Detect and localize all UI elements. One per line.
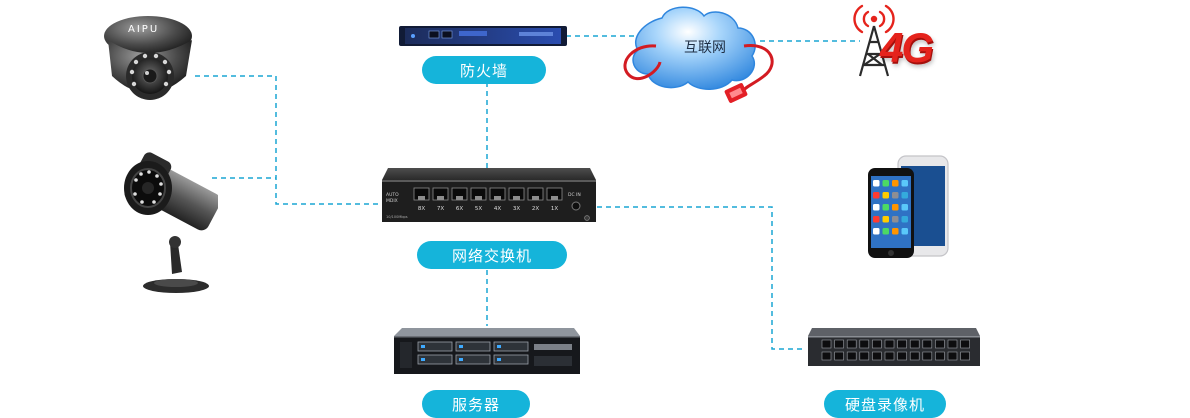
recorder-port [935,351,945,361]
switch-port-label: 3X [513,206,520,212]
app-icon [873,204,880,211]
bullet-camera-icon [124,152,218,293]
switch-port: 4X [489,187,506,212]
recorder-port [884,339,895,349]
recorder-port [884,351,895,361]
dome-camera-icon: AIPU [104,16,192,100]
cellular-4g-label: 4G [880,24,934,71]
rack-server-icon [394,328,580,374]
recorder-port-group [821,339,970,361]
app-icon [873,228,880,235]
recorder-port [947,351,958,361]
recorder-port [834,351,844,361]
switch-auto-text: AUTO [386,192,399,198]
app-icon-grid [873,180,908,235]
app-icon [892,228,899,235]
switch-port-label: 7X [437,206,444,212]
cell-tower-icon [853,4,895,77]
switch-port-label: 4X [494,206,501,212]
app-icon [873,192,880,199]
switch-port-label: 6X [456,206,463,212]
internet-label: 互联网 [684,40,726,56]
switch-port: 5X [470,187,487,212]
recorder-port [859,339,870,349]
app-icon [882,216,889,223]
app-icon [892,192,899,199]
app-icon [901,228,908,235]
recorder-port [897,351,907,361]
switch-mdix-text: MDIX [386,198,398,204]
hard-disk-recorder-icon [808,328,980,366]
app-icon [882,228,889,235]
server-label: 服务器 [422,390,530,418]
recorder-port [960,351,970,361]
recorder-port [834,339,844,349]
app-icon [892,204,899,211]
switch-spec-text: 10/100Mbps [386,215,408,219]
switch-port-label: 5X [475,206,482,212]
link-dome-camera [195,75,383,205]
recorder-port [922,351,933,361]
app-icon [901,192,908,199]
recorder-port [947,339,958,349]
camera-brand-text: AIPU [128,24,159,35]
switch-port-label: 2X [532,206,539,212]
app-icon [901,216,908,223]
recorder-port [960,339,970,349]
recorder-port [846,351,857,361]
switch-port-label: 1X [551,206,558,212]
app-icon [882,192,889,199]
recorder-port [935,339,945,349]
switch-port: 7X [432,187,449,212]
internet-cloud-icon [623,6,774,103]
switch-label: 网络交换机 [417,241,567,269]
recorder-port [909,339,920,349]
app-icon [873,216,880,223]
switch-port-group: 8X 7X 6X 5X 4X 3X 2X 1X [413,187,563,212]
app-icon [892,180,899,187]
switch-port: 1X [546,187,563,212]
switch-port: 2X [527,187,544,212]
recorder-port [872,351,882,361]
recorder-port [909,351,920,361]
phone-front [868,168,914,258]
recorder-port [859,351,870,361]
recorder-port [897,339,907,349]
app-icon [901,204,908,211]
app-icon [873,180,880,187]
switch-port: 8X [413,187,430,212]
recorder-port [821,339,832,349]
app-icon [882,180,889,187]
recorder-label: 硬盘录像机 [824,390,946,418]
switch-port: 6X [451,187,468,212]
switch-port: 3X [508,187,525,212]
network-switch-icon: AUTO MDIX 10/100Mbps DC IN 8X 7X 6X 5X 4X 3X 2… [382,168,596,222]
app-icon [892,216,899,223]
recorder-port [846,339,857,349]
recorder-port [872,339,882,349]
app-icon [882,204,889,211]
switch-power-text: DC IN [568,192,581,198]
firewall-icon [399,26,567,46]
recorder-port [821,351,832,361]
link-switch-nvr [597,206,806,350]
smartphones-icon [868,155,949,258]
recorder-port [922,339,933,349]
firewall-label: 防火墙 [422,56,546,84]
switch-port-label: 8X [418,206,425,212]
app-icon [901,180,908,187]
